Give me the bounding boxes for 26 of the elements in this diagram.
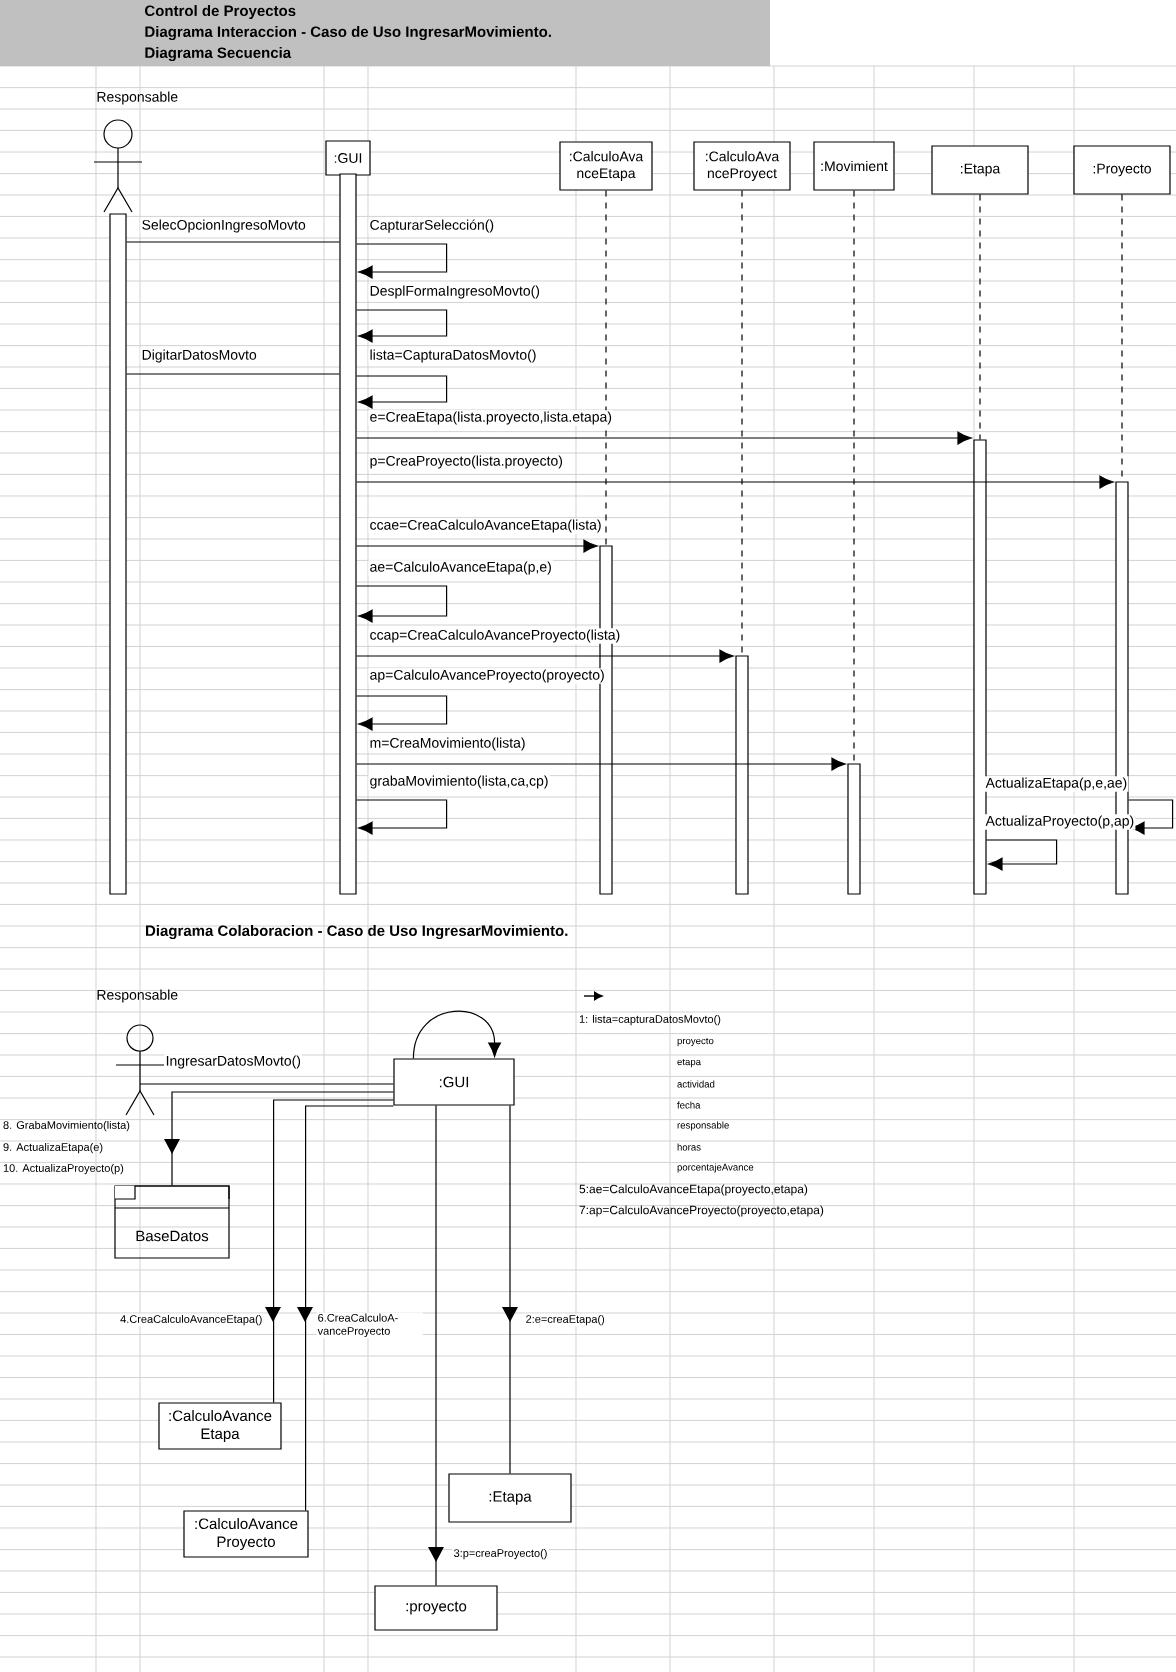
lifeline	[741, 190, 743, 656]
activation-bar	[847, 763, 861, 895]
arrow	[356, 243, 448, 279]
arrow	[412, 1010, 502, 1059]
arrow	[356, 475, 1114, 489]
arrow	[356, 799, 448, 835]
arrow	[356, 539, 598, 553]
arrow	[265, 1099, 394, 1403]
activation-bar	[109, 213, 127, 895]
arrow	[356, 309, 448, 343]
arrow	[356, 757, 846, 771]
arrow	[356, 649, 734, 663]
arrow	[297, 1105, 394, 1511]
lifeline	[979, 194, 981, 441]
activation-bar	[735, 655, 749, 895]
arrow	[502, 1105, 518, 1474]
arrow	[1128, 799, 1174, 835]
arrow	[356, 375, 448, 409]
lifeline	[853, 190, 855, 764]
arrow	[356, 431, 972, 445]
arrow	[356, 585, 448, 623]
lifeline	[605, 190, 607, 546]
arrow	[986, 839, 1058, 871]
arrow	[164, 1091, 394, 1186]
arrow	[428, 1105, 444, 1586]
arrow	[356, 695, 448, 731]
